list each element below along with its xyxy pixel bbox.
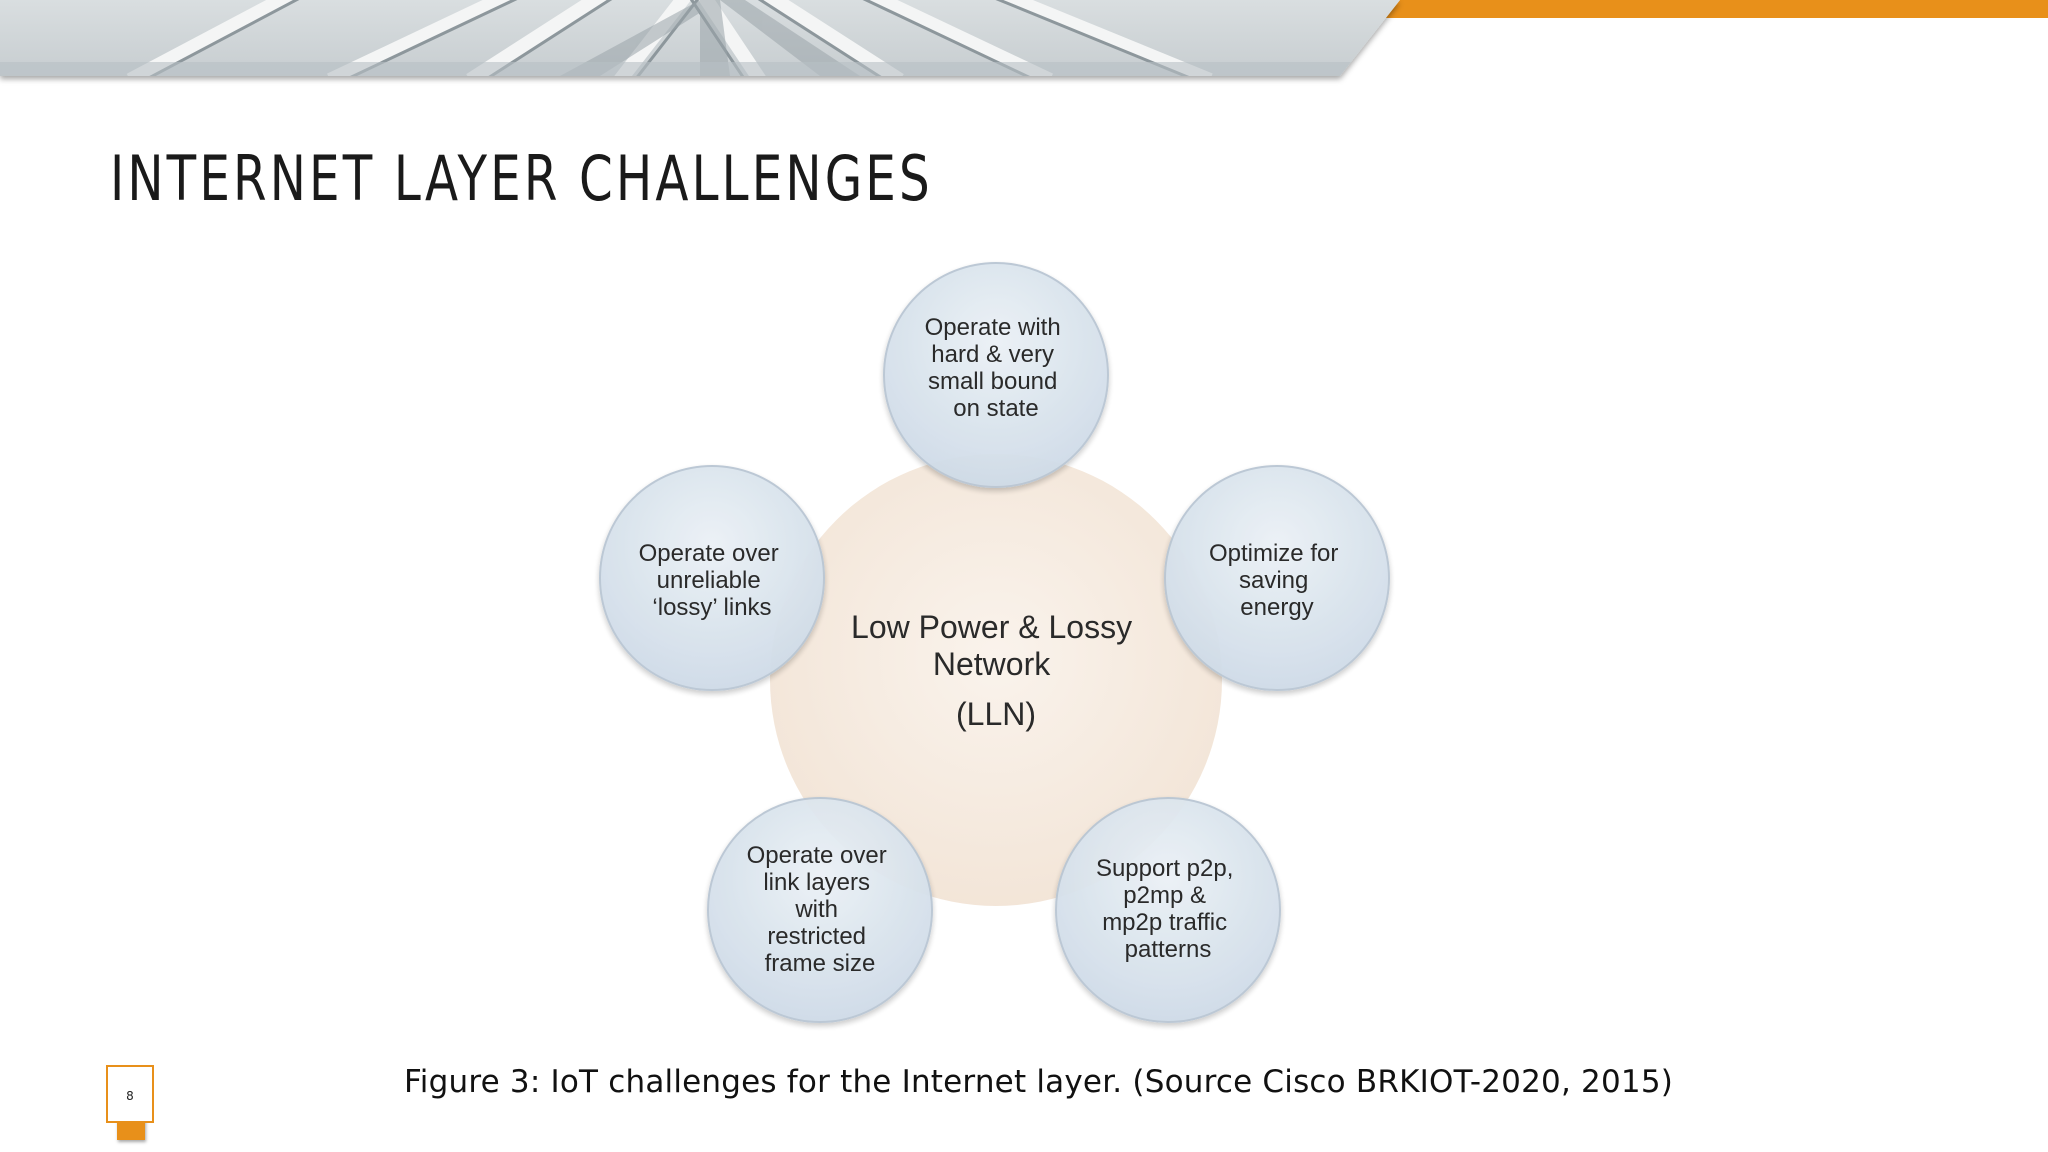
satellite-top — [883, 262, 1109, 488]
center-label-line: (LLN) — [956, 696, 1036, 732]
satellite-top-label: Operate with hard & very small bound on … — [925, 314, 1068, 422]
satellite-label-line: ‘lossy’ links — [652, 594, 771, 621]
satellite-label-line: Operate over — [747, 842, 887, 869]
satellite-bottom-right-label: Support p2p, p2mp & mp2p traffic pattern… — [1096, 855, 1240, 963]
satellite-label-line: energy — [1240, 594, 1313, 621]
satellite-label-line: on state — [953, 395, 1038, 422]
page-number-box: 8 — [106, 1065, 154, 1123]
slide-title: INTERNET LAYER CHALLENGES — [110, 142, 933, 215]
architecture-photo — [0, 0, 1400, 76]
satellite-bottom-right — [1055, 797, 1281, 1023]
satellite-left — [599, 465, 825, 691]
header-banner — [0, 0, 2048, 76]
accent-strip — [1380, 0, 2048, 18]
lln-diagram: Low Power & Lossy Network (LLN) Operate … — [599, 262, 1390, 1023]
center-label-line: Network — [933, 646, 1051, 682]
satellite-label-line: Support p2p, — [1096, 855, 1233, 882]
satellite-label-line: p2mp & — [1123, 882, 1206, 909]
center-label: Low Power & Lossy Network (LLN) — [851, 609, 1141, 732]
satellite-bottom-left-label: Operate over link layers with restricted… — [747, 842, 894, 977]
satellite-label-line: Operate over — [639, 540, 779, 567]
satellite-label-line: with — [794, 896, 838, 923]
satellite-right-label: Optimize for saving energy — [1209, 540, 1345, 621]
satellite-label-line: Operate with — [925, 314, 1061, 341]
satellite-bottom-left — [707, 797, 933, 1023]
page-number: 8 — [126, 1089, 134, 1103]
satellite-label-line: restricted — [767, 923, 866, 950]
satellite-left-label: Operate over unreliable ‘lossy’ links — [639, 540, 786, 621]
center-label-line: Low Power & Lossy — [851, 609, 1132, 645]
satellite-label-line: Optimize for — [1209, 540, 1338, 567]
satellite-label-line: patterns — [1125, 936, 1212, 963]
satellite-label-line: saving — [1239, 567, 1308, 594]
center-circle — [770, 454, 1222, 906]
satellite-label-line: frame size — [765, 950, 876, 977]
satellite-label-line: mp2p traffic — [1102, 909, 1227, 936]
satellite-label-line: hard & very — [931, 341, 1054, 368]
satellite-label-line: unreliable — [657, 567, 761, 594]
figure-caption: Figure 3: IoT challenges for the Interne… — [404, 1064, 1674, 1100]
satellite-right — [1164, 465, 1390, 691]
satellite-label-line: link layers — [763, 869, 870, 896]
satellite-label-line: small bound — [928, 368, 1057, 395]
